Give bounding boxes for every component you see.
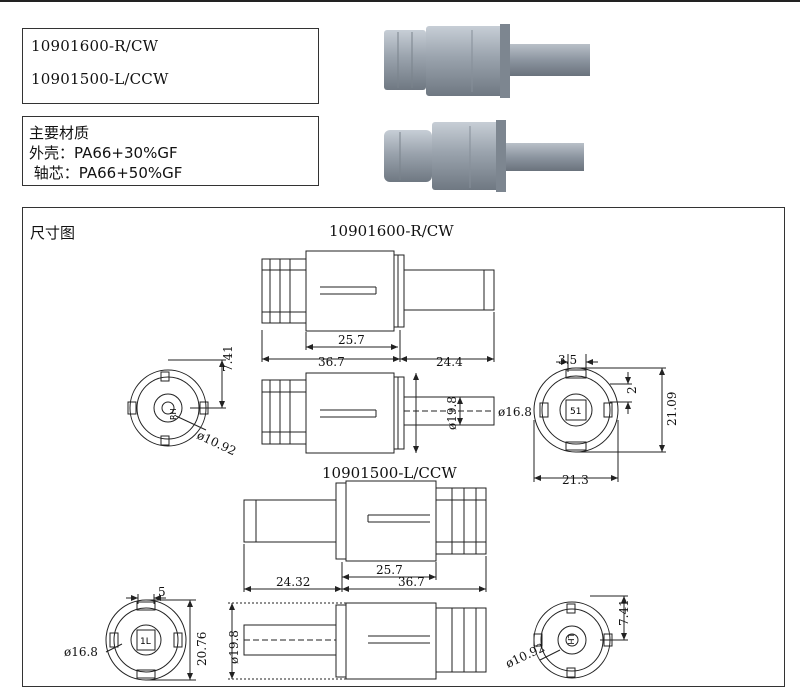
dim-r-end-flat: 7.41	[221, 345, 235, 372]
dim-r-offset: 3.5	[558, 353, 577, 367]
l-end-view-right	[533, 595, 628, 679]
r-mid-dims	[413, 373, 463, 453]
dim-l-body-len: 25.7	[376, 563, 403, 577]
dim-r-shaft-dia: ø19.8	[445, 396, 459, 430]
dim-r-key: 2	[625, 386, 639, 394]
dim-r-shaft-len: 24.4	[436, 355, 463, 369]
l-shaft-marking: 1L	[140, 637, 151, 647]
l-hub-marking: LH	[566, 634, 575, 644]
r-top-dims	[261, 312, 495, 362]
top-border-line	[0, 0, 800, 2]
r-shaft-marking: 51	[570, 407, 581, 417]
dim-l-top: 5	[158, 585, 166, 599]
dim-l-shaft-dia: ø19.8	[227, 630, 241, 664]
dim-l-height: 20.76	[195, 632, 209, 666]
r-side-view-mid	[261, 372, 495, 454]
dim-r-total-len: 36.7	[318, 355, 345, 369]
model-r-cw: 10901600-R/CW	[31, 37, 159, 55]
dim-l-shaft-len: 24.32	[276, 575, 310, 589]
dim-l-end-dia: ø10.92	[503, 640, 547, 670]
l-side-view-bottom	[228, 602, 487, 680]
dim-r-width: 21.3	[562, 473, 589, 487]
r-side-view-top	[261, 250, 495, 332]
l-end-view-left	[105, 594, 196, 681]
material-box: 主要材质 外壳：PA66+30%GF 轴芯：PA66+50%GF	[22, 116, 319, 186]
model-l-ccw: 10901500-L/CCW	[31, 70, 169, 88]
material-title: 主要材质	[29, 124, 90, 142]
dim-r-height: 21.09	[665, 392, 679, 426]
view-r-title: 10901600-R/CW	[329, 222, 454, 240]
dimension-drawing-box	[22, 207, 785, 687]
view-l-title: 10901500-L/CCW	[322, 464, 457, 482]
l-top-dims	[243, 544, 487, 592]
l-side-view-top	[243, 480, 487, 562]
dimension-title: 尺寸图	[30, 224, 75, 242]
dim-l-total-len: 36.7	[398, 575, 425, 589]
dim-r-right-dia: ø16.8	[498, 405, 532, 419]
r-end-view-right	[533, 354, 666, 482]
r-hub-marking: RH	[169, 408, 178, 420]
render-r-cw	[384, 24, 590, 98]
render-l-ccw	[384, 120, 584, 192]
material-shaft: 轴芯：PA66+50%GF	[29, 164, 183, 182]
dim-l-dia: ø16.8	[64, 645, 98, 659]
dim-l-end-flat: 7.41	[617, 599, 631, 626]
r-end-view-left	[127, 359, 226, 447]
material-shell: 外壳：PA66+30%GF	[29, 144, 178, 162]
dim-r-body-len: 25.7	[338, 333, 365, 347]
model-number-box: 10901600-R/CW 10901500-L/CCW	[22, 28, 319, 104]
dim-r-end-dia: ø10.92	[195, 428, 239, 458]
